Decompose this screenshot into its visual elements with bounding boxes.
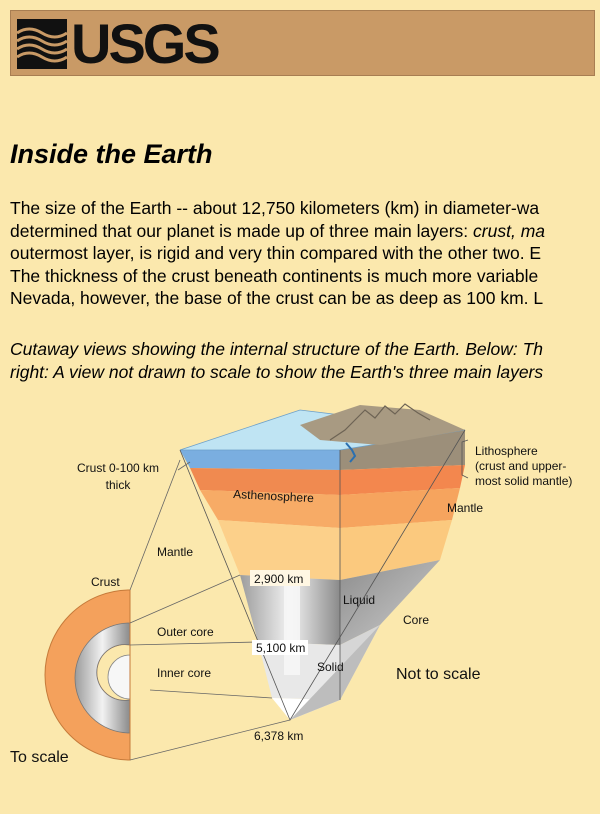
intro-line: The size of the Earth -- about 12,750 ki… (10, 198, 540, 218)
intro-line: outermost layer, is rigid and very thin … (10, 243, 542, 263)
intro-line: Nevada, however, the base of the crust c… (10, 288, 544, 308)
to-scale-label: To scale (10, 749, 69, 766)
lithosphere-label: most solid mantle) (475, 474, 572, 488)
to-scale-cross-section (44, 589, 131, 761)
intro-line: determined that our planet is made up of… (10, 220, 600, 243)
not-to-scale-label: Not to scale (396, 666, 481, 683)
lithosphere-label: (crust and upper- (475, 459, 566, 473)
depth-6378-label: 6,378 km (254, 729, 303, 743)
depth-2900-label: 2,900 km (254, 572, 303, 586)
asthenosphere-label: Asthenosphere (233, 487, 315, 505)
depth-label-bg (252, 640, 308, 655)
intro-paragraph: The size of the Earth -- about 12,750 ki… (10, 197, 600, 310)
solid-label: Solid (317, 660, 344, 674)
depth-5100-label: 5,100 km (256, 641, 305, 655)
page-title: Inside the Earth (10, 139, 213, 169)
connector-lines (129, 459, 291, 761)
earth-cutaway-figure: Crust 0-100 km thick Asthenosphere Litho… (10, 403, 572, 766)
crust-label: Crust (91, 575, 120, 589)
usgs-header-banner: USGS (10, 10, 595, 76)
intro-emphasis: crust, ma (473, 220, 546, 241)
crust-thickness-label: thick (106, 478, 132, 492)
earth-wedge-block (179, 403, 466, 721)
core-label: Core (403, 613, 429, 627)
usgs-logo-text[interactable]: USGS (71, 12, 221, 75)
usgs-wave-icon (17, 19, 67, 69)
depth-label-bg (250, 570, 310, 586)
lithosphere-label: Lithosphere (475, 444, 538, 458)
liquid-label: Liquid (343, 593, 375, 607)
caption-line: Cutaway views showing the internal struc… (10, 339, 544, 359)
intro-text: determined that our planet is made up of… (10, 220, 474, 241)
crust-thickness-label: Crust 0-100 km (77, 461, 159, 475)
caption-line: right: A view not drawn to scale to show… (10, 361, 544, 382)
intro-line: The thickness of the crust beneath conti… (10, 265, 539, 286)
mantle-label-left: Mantle (157, 545, 193, 559)
mantle-label-right: Mantle (447, 501, 483, 515)
inner-core-label: Inner core (157, 666, 211, 680)
figure-caption: Cutaway views showing the internal struc… (10, 338, 600, 383)
outer-core-label: Outer core (157, 625, 214, 639)
lithosphere-bracket (461, 439, 469, 479)
